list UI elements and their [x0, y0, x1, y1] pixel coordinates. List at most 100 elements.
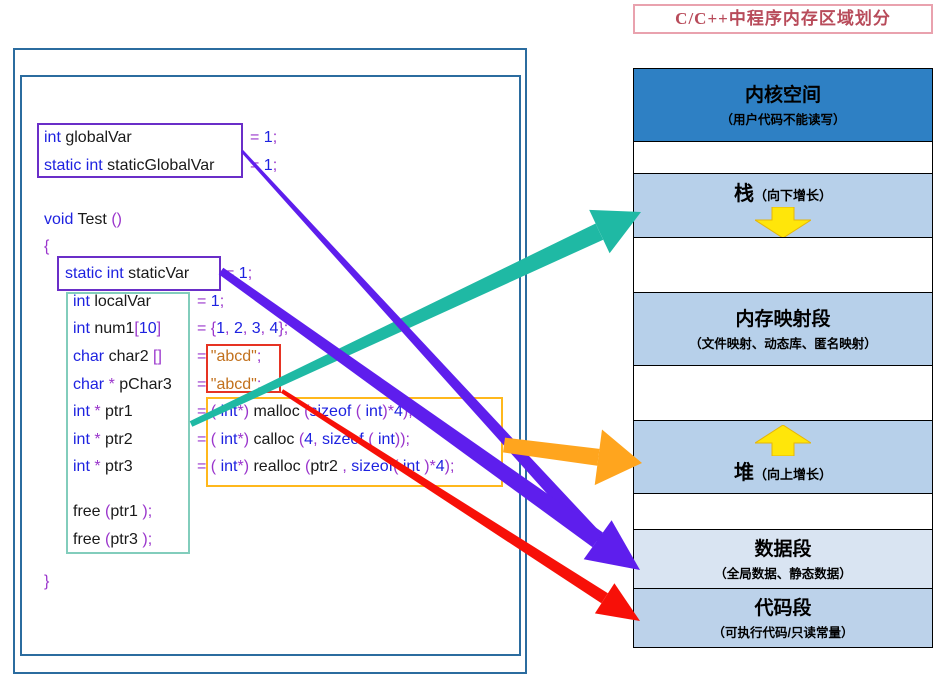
token-op: *	[94, 403, 106, 420]
token-op: {	[44, 238, 50, 255]
token-op: );	[142, 503, 153, 520]
region-label: 堆	[733, 462, 754, 484]
region-heap-segment: 堆（向上增长）	[633, 420, 933, 494]
stack-down-arrow	[755, 207, 811, 238]
line-globalvar: int globalVar= 1;	[44, 127, 277, 149]
token-op: };	[278, 320, 289, 337]
line-pchar3-decl: char * pChar3	[73, 374, 197, 396]
region-gap-2	[633, 237, 933, 293]
line-ptr3-decl: int * ptr3	[73, 456, 197, 478]
token-op: ,	[225, 320, 234, 337]
token-op: =	[225, 265, 239, 282]
token-op: }	[44, 573, 50, 590]
token-num: 1	[210, 293, 220, 310]
line-num1-decl: int num1[10]	[73, 318, 197, 340]
line-close-brace: }	[44, 571, 49, 593]
token-id: ptr2	[105, 431, 133, 448]
token-num: 10	[138, 320, 157, 337]
token-id: char2	[108, 348, 154, 365]
region-gap-1	[633, 141, 933, 174]
line-staticvar-decl: static int staticVar	[65, 263, 225, 285]
region-label: 内核空间	[744, 85, 821, 106]
token-id: Test	[77, 211, 112, 228]
token-id: ptr3	[110, 531, 143, 548]
line-open-brace: {	[44, 236, 49, 258]
line-localvar-decl: int localVar	[73, 291, 197, 313]
region-sublabel: （用户代码不能读写）	[720, 113, 846, 127]
token-id: localVar	[94, 293, 151, 310]
token-num: 1	[263, 129, 273, 146]
global-vars-box	[37, 123, 243, 178]
line-ptr1-decl: int * ptr1	[73, 401, 197, 423]
token-op: *	[108, 376, 120, 393]
diagram-title: C/C++中程序内存区域划分	[633, 4, 933, 34]
region-sublabel: （全局数据、静态数据）	[714, 567, 852, 581]
token-id: globalVar	[65, 129, 132, 146]
heap-up-arrow	[755, 425, 811, 456]
token-op: ;	[219, 293, 225, 310]
region-gap-4	[633, 493, 933, 530]
token-op: ;	[272, 129, 278, 146]
token-op: );	[142, 531, 153, 548]
token-op: = (	[197, 458, 221, 475]
token-num: 2	[233, 320, 243, 337]
token-id: pChar3	[119, 376, 172, 393]
token-num: 3	[251, 320, 261, 337]
line-ptr2-decl: int * ptr2	[73, 429, 197, 451]
token-id: staticGlobalVar	[107, 157, 215, 174]
token-op: ()	[111, 211, 122, 228]
token-op: =	[250, 157, 264, 174]
region-code-segment: 代码段 （可执行代码/只读常量）	[633, 588, 933, 648]
token-kw: int	[73, 403, 95, 420]
token-kw: int	[44, 129, 66, 146]
region-kernel-space: 内核空间 （用户代码不能读写）	[633, 68, 933, 142]
token-op: = {	[197, 320, 217, 337]
token-op: (	[105, 503, 111, 520]
token-kw: int	[73, 431, 95, 448]
token-op: [	[134, 320, 139, 337]
token-kw: char	[73, 376, 109, 393]
region-data-segment: 数据段 （全局数据、静态数据）	[633, 529, 933, 589]
token-num: 1	[238, 265, 248, 282]
line-staticglobalvar-decl: static int staticGlobalVar	[44, 155, 250, 177]
string-literal-box	[206, 344, 281, 393]
region-mmap-segment: 内存映射段（文件映射、动态库、匿名映射）	[633, 292, 933, 366]
token-op: ]	[156, 320, 162, 337]
token-id: ptr3	[105, 458, 133, 475]
region-sublabel: （向下增长）	[753, 188, 832, 203]
token-kw: void	[44, 211, 78, 228]
token-op: ;	[247, 265, 253, 282]
token-kw: static int	[44, 157, 108, 174]
token-op: *	[94, 431, 106, 448]
region-sublabel: （文件映射、动态库、匿名映射）	[689, 337, 877, 351]
token-op: ;	[272, 157, 278, 174]
static-var-box	[57, 256, 221, 291]
token-id: staticVar	[128, 265, 190, 282]
token-num: 1	[263, 157, 273, 174]
token-op: (	[105, 531, 111, 548]
region-gap-3	[633, 365, 933, 421]
heap-alloc-box	[206, 397, 503, 487]
token-kw: int	[73, 320, 95, 337]
local-vars-box	[66, 292, 190, 554]
token-op: []	[153, 348, 162, 365]
token-id: ptr1	[105, 403, 133, 420]
token-kw: int	[73, 458, 95, 475]
token-op: ,	[260, 320, 270, 337]
token-id: ptr1	[110, 503, 143, 520]
region-sublabel: （可执行代码/只读常量）	[712, 626, 854, 640]
line-char2-decl: char char2 []	[73, 346, 197, 368]
region-sublabel: （向上增长）	[753, 467, 832, 482]
token-op: *	[94, 458, 106, 475]
token-kw: static int	[65, 265, 129, 282]
region-label: 数据段	[754, 539, 812, 560]
line-globalvar-decl: int globalVar	[44, 127, 250, 149]
line-test-signature: void Test ()	[44, 209, 122, 231]
token-id: free	[73, 531, 106, 548]
token-op: = (	[197, 431, 221, 448]
token-op: ,	[242, 320, 252, 337]
line-free-ptr1: free (ptr1 );	[73, 501, 152, 523]
region-label: 代码段	[754, 598, 812, 619]
token-kw: char	[73, 348, 109, 365]
token-op: =	[250, 129, 264, 146]
